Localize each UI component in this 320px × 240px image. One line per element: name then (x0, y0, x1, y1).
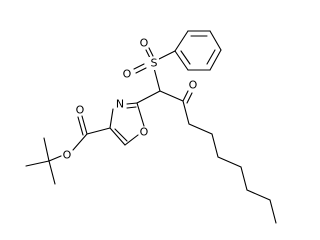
bond-oxazole-c4-c5 (109, 127, 126, 146)
bond-ketone-double-1 (182, 90, 189, 102)
atom-sulfonyl-oxygen-top: O (140, 37, 149, 50)
bond-sulfur-methine (153, 67, 161, 92)
bond-oxazole-c4-c5-double (114, 128, 128, 142)
atom-ester-oxygen-label: O (63, 149, 72, 162)
bond-oxazole-o-c2 (136, 102, 145, 127)
bond-s-o-top-1 (145, 49, 151, 59)
bonds (25, 30, 277, 224)
bond-chain-6 (246, 189, 271, 201)
bond-ester-carbonyl-1 (81, 115, 88, 135)
bond-s-o-bottom-1 (133, 63, 145, 70)
atom-sulfonyl-oxygen-bottom-label: O (123, 68, 132, 81)
atom-ester-oxygen: O (63, 149, 72, 162)
atom-oxazole-oxygen: O (140, 126, 149, 139)
bond-ester-carbonyl-2 (77, 116, 84, 136)
bond-s-o-bottom-2 (135, 67, 147, 74)
atom-labels: S O O O N O O O (63, 37, 198, 162)
atom-oxazole-oxygen-label: O (140, 126, 149, 139)
bond-methine-oxazole (136, 90, 161, 104)
bond-phenyl-6 (174, 50, 189, 71)
atom-ketone-oxygen-label: O (189, 79, 198, 92)
bond-chain-5 (240, 166, 248, 191)
chemical-structure: S O O O N O O O (25, 30, 277, 224)
atom-ester-carbonyl-oxygen-label: O (76, 104, 85, 117)
bond-chain-1 (182, 100, 190, 125)
atom-sulfonyl-oxygen-bottom: O (123, 68, 132, 81)
atom-oxazole-nitrogen: N (116, 98, 124, 111)
bond-oxazole-c2-n-double (126, 106, 137, 109)
bond-phenyl-double-b (206, 49, 216, 65)
atom-ester-carbonyl-oxygen: O (76, 104, 85, 117)
bond-phenyl-double-c (180, 50, 191, 65)
bond-quaternary-methyl-bottom (48, 160, 56, 185)
atom-ketone-oxygen: O (189, 79, 198, 92)
bond-chain-2 (188, 123, 213, 135)
bond-ketone-double-2 (186, 92, 193, 104)
bond-oxazole-n-c4 (109, 108, 114, 129)
bond-oxygen-quaternary (48, 155, 62, 162)
bond-oxazole-c2-n (126, 102, 138, 105)
bond-chain-7 (269, 199, 277, 224)
atom-sulfur-label: S (151, 57, 158, 70)
bond-chain-4 (217, 156, 242, 168)
bond-phenyl-sulfur (156, 50, 176, 61)
bond-phenyl-4 (209, 49, 222, 71)
bond-ester-oxygen (72, 133, 88, 151)
bond-chain-3 (211, 133, 219, 158)
bond-phenyl-1 (174, 30, 189, 52)
atom-oxazole-nitrogen-label: N (116, 98, 124, 111)
bond-quaternary-methyl-top (43, 137, 50, 162)
bond-s-o-top-2 (148, 47, 154, 57)
atom-sulfonyl-oxygen-top-label: O (140, 37, 149, 50)
atom-sulfur: S (149, 57, 159, 70)
bond-oxazole-c5-o (124, 134, 139, 146)
bond-phenyl-3 (209, 30, 222, 51)
bond-quaternary-methyl-left (25, 160, 50, 167)
bond-methine-ketone (159, 90, 184, 102)
bond-oxazole-ester (86, 127, 111, 135)
